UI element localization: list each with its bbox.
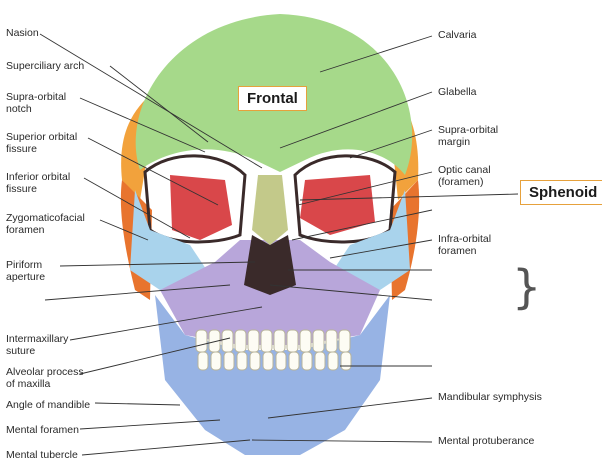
upper-tooth: [338, 329, 351, 353]
zygomatic-right: [330, 190, 410, 290]
lower-tooth: [327, 351, 339, 371]
label-piriform-aperture: Piriform aperture: [6, 259, 46, 283]
leader-line: [79, 337, 231, 375]
lower-tooth: [275, 351, 287, 371]
leader-line: [59, 261, 256, 267]
label-nasion: Nasion: [6, 27, 39, 39]
leader-line: [299, 193, 519, 201]
upper-tooth: [273, 329, 286, 353]
leader-lines: [39, 33, 519, 456]
upper-tooth: [325, 329, 338, 353]
label-mental-foramen: Mental foramen: [6, 424, 79, 436]
sphenoid-left-orbit: [170, 175, 232, 240]
leader-line: [44, 284, 231, 301]
nasal-bone: [252, 175, 288, 245]
lower-tooth: [210, 351, 222, 371]
sphenoid-label-box: Sphenoid: [520, 180, 602, 205]
upper-tooth: [234, 329, 247, 353]
upper-tooth: [247, 329, 260, 353]
label-calvaria: Calvaria: [438, 29, 477, 41]
leader-line: [79, 419, 221, 430]
lower-tooth: [197, 351, 209, 371]
upper-tooth: [312, 329, 325, 353]
leader-line: [329, 239, 433, 259]
leader-line: [81, 439, 251, 456]
label-mental-protuberance: Mental protuberance: [438, 435, 535, 447]
leader-line: [279, 91, 433, 149]
lower-tooth: [301, 351, 313, 371]
leader-line: [267, 397, 433, 419]
upper-tooth: [195, 329, 208, 353]
lower-tooth: [288, 351, 300, 371]
leader-line: [269, 284, 433, 301]
lower-tooth: [249, 351, 261, 371]
mandible: [155, 295, 390, 455]
lower-tooth: [223, 351, 235, 371]
leader-line: [39, 33, 263, 169]
leader-line: [79, 97, 206, 153]
zygomatic-left: [130, 190, 210, 290]
upper-tooth: [221, 329, 234, 353]
label-optic-canal: Optic canal (foramen): [438, 164, 491, 188]
label-glabella: Glabella: [438, 86, 477, 98]
label-supraorbital-notch: Supra-orbital notch: [6, 91, 67, 115]
leader-line: [87, 137, 219, 206]
label-superciliary-arch: Superciliary arch: [6, 60, 85, 72]
leader-line: [251, 439, 433, 443]
frontal-label-box: Frontal: [238, 86, 307, 111]
upper-tooth: [286, 329, 299, 353]
lower-tooth: [262, 351, 274, 371]
label-intermaxillary-suture: Intermaxillary suture: [6, 333, 69, 357]
brace-bracket: }: [512, 260, 542, 314]
leader-line: [94, 402, 181, 406]
upper-tooth: [299, 329, 312, 353]
lower-tooth: [314, 351, 326, 371]
label-infraorbital-foramen: Infra-orbital foramen: [438, 233, 492, 257]
leader-line: [349, 129, 433, 159]
leader-line: [109, 65, 209, 143]
label-inferior-orbital-fissure: Inferior orbital fissure: [6, 171, 71, 195]
upper-tooth: [260, 329, 273, 353]
label-supraorbital-margin: Supra-orbital margin: [438, 124, 499, 148]
orbit-right: [293, 154, 397, 244]
label-alveolar-process: Alveolar process of maxilla: [6, 366, 84, 390]
leader-line: [69, 306, 263, 341]
teeth: [195, 329, 352, 371]
label-mandibular-symphysis: Mandibular symphysis: [438, 391, 542, 403]
sphenoid-right-orbit: [300, 175, 375, 235]
leader-line: [83, 177, 191, 239]
label-zygomaticofacial-foramen: Zygomaticofacial foramen: [6, 212, 85, 236]
piriform-aperture: [244, 235, 296, 295]
leader-line: [291, 209, 433, 241]
label-angle-of-mandible: Angle of mandible: [6, 399, 91, 411]
lower-tooth: [340, 351, 352, 371]
lower-tooth: [236, 351, 248, 371]
leader-line: [99, 219, 149, 241]
label-superior-orbital-fissure: Superior orbital fissure: [6, 131, 78, 155]
leader-line: [319, 35, 433, 73]
label-mental-tubercle: Mental tubercle: [6, 449, 78, 461]
